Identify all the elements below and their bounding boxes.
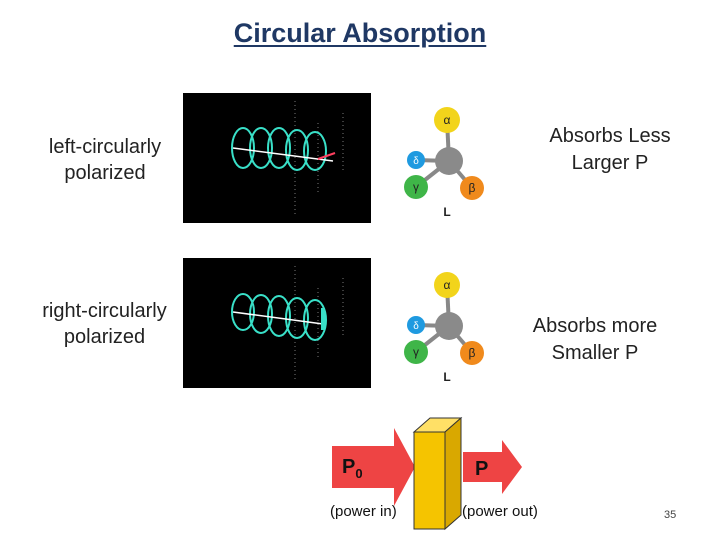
alpha-label: α [444, 113, 451, 127]
p0-subscript: 0 [355, 466, 363, 481]
slide-title: Circular Absorption [233, 18, 487, 48]
slide-number: 35 [664, 509, 677, 521]
p0-symbol: P [342, 456, 356, 478]
alpha-label-bottom: α [444, 278, 451, 292]
beta-label: β [469, 181, 476, 195]
chiral-molecule-bottom: α δ γ β L [396, 265, 506, 385]
power-diagram-graphic [332, 416, 522, 531]
right-polarized-label: right-circularly polarized [22, 298, 187, 350]
l-label: L [443, 205, 450, 219]
power-in-caption: (power in) [330, 503, 397, 520]
p-out-label: P [475, 458, 489, 480]
absorb-more-label: Absorbs more Smaller P [515, 313, 675, 367]
chiral-molecule-graphic-top: α δ γ β L [404, 107, 484, 219]
power-in-arrow [332, 428, 415, 506]
gamma-label: γ [413, 180, 419, 194]
absorb-more-line2: Smaller P [551, 342, 639, 364]
power-out-arrow [463, 440, 522, 494]
delta-label: δ [413, 156, 419, 167]
sample-block [413, 431, 446, 530]
beta-label-bottom: β [469, 346, 476, 360]
right-polarized-label-text: right-circularly polarized [42, 300, 167, 348]
power-out-caption: (power out) [462, 503, 538, 520]
chiral-molecule-top: α δ γ β L [396, 100, 506, 220]
right-helix-panel [183, 258, 371, 388]
left-helix-panel [183, 93, 371, 223]
delta-label-bottom: δ [413, 321, 419, 332]
left-helix-graphic [231, 101, 344, 215]
l-label-bottom: L [443, 370, 450, 384]
p0-label: P0 [342, 456, 363, 481]
absorb-less-label: Absorbs Less Larger P [530, 123, 690, 177]
chiral-molecule-graphic-bottom: α δ γ β L [404, 272, 484, 384]
right-helix-graphic [231, 266, 344, 380]
absorb-less-line2: Larger P [571, 152, 649, 174]
absorb-more-line1: Absorbs more [532, 315, 658, 337]
absorb-less-line1: Absorbs Less [549, 125, 671, 147]
left-polarized-label-text: left-circularly polarized [48, 136, 162, 184]
gamma-label-bottom: γ [413, 345, 419, 359]
power-diagram [330, 410, 530, 535]
left-polarized-label: left-circularly polarized [30, 134, 180, 186]
